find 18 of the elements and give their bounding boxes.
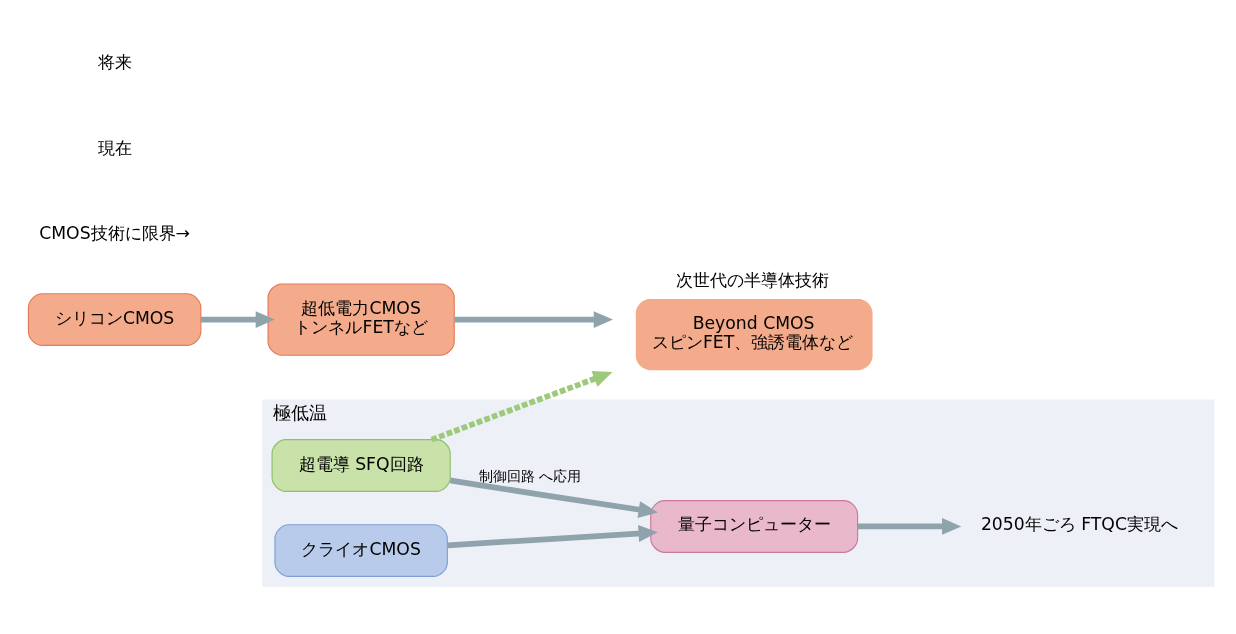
label: 将来 — [97, 52, 132, 73]
arrow — [430, 370, 613, 443]
node-label: 次世代の半導体技術 — [676, 270, 830, 291]
node-box: Beyond CMOS スピンFET、強誘電体など — [635, 298, 873, 371]
node-text: 2050年ごろ FTQC実現へ — [980, 514, 1178, 535]
arrow — [447, 525, 658, 549]
edge-label: 制御回路 へ応用 — [478, 468, 582, 485]
label: CMOS技術に限界→ — [39, 222, 191, 243]
node-box: クライオCMOS — [274, 524, 448, 577]
arrow — [454, 311, 613, 328]
arrow — [449, 477, 658, 518]
node-box: 超低電力CMOS トンネルFETなど — [267, 283, 455, 356]
node-box: シリコンCMOS — [27, 293, 202, 346]
label: 現在 — [97, 137, 132, 158]
arrow — [857, 518, 962, 535]
node-box: 量子コンピューター — [650, 500, 859, 553]
arrow — [200, 311, 275, 328]
node-box: 超電導 SFQ回路 — [271, 439, 451, 492]
